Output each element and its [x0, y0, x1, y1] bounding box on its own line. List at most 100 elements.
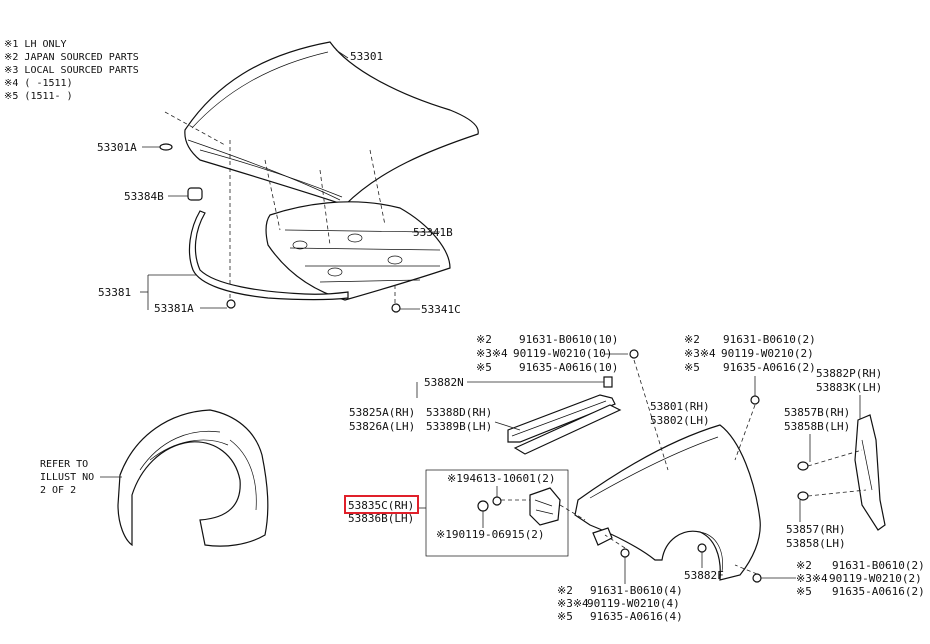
- inset-box: ※194613-10601(2) ※190119-06915(2) 53835C…: [344, 469, 586, 557]
- fender-clip-bracket: [592, 527, 613, 546]
- top-fastener-mark-1: ※2: [476, 333, 492, 346]
- bottom-fastener-part-3: 91635-A0616(4): [590, 610, 683, 623]
- insulator-clip-hole: [347, 233, 363, 243]
- label-53836B: 53836B(LH): [348, 512, 414, 525]
- clip-53341C: [391, 303, 401, 313]
- insulator-rib-4: [319, 279, 421, 283]
- fender-liner: REFER TO ILLUST NO 2 OF 2: [40, 409, 269, 547]
- bolt-right: [750, 395, 760, 405]
- label-53389B: 53389B(LH): [426, 420, 492, 433]
- right-fastener-part-1: 91631-B0610(2): [723, 333, 816, 346]
- alignment-line: [734, 404, 756, 461]
- alignment-line: [369, 149, 386, 226]
- right-fastener-part-3: 91635-A0616(2): [723, 361, 816, 374]
- top-fastener-part-1: 91631-B0610(10): [519, 333, 618, 346]
- bracket-detail: [861, 439, 873, 491]
- lower-right-fastener-mark-1: ※2: [796, 559, 812, 572]
- liner-rib: [139, 430, 221, 471]
- refer-line-2: ILLUST NO: [40, 472, 94, 483]
- alignment-line: [734, 564, 758, 575]
- bottom-fastener-mark-3: ※5: [557, 610, 573, 623]
- highlight-53835C: [344, 495, 419, 514]
- bottom-fastener-part-2: 90119-W0210(4): [587, 597, 680, 610]
- label-53826A: 53826A(LH): [349, 420, 415, 433]
- label-53857: 53857(RH): [786, 523, 846, 536]
- label-190119: ※190119-06915(2): [436, 528, 545, 541]
- note-3: ※3 LOCAL SOURCED PARTS: [4, 65, 139, 76]
- label-53883K: 53883K(LH): [816, 381, 882, 394]
- note-4: ※4 ( -1511): [4, 78, 73, 89]
- lower-right-fastener-part-3: 91635-A0616(2): [832, 585, 925, 598]
- note-2: ※2 JAPAN SOURCED PARTS: [4, 52, 139, 63]
- top-fastener-part-3: 91635-A0616(10): [519, 361, 618, 374]
- bracket-53835C: [529, 487, 561, 526]
- right-fastener-group: ※2 91631-B0610(2) ※3※4 90119-W0210(2) ※5…: [684, 333, 816, 405]
- clip-53301A: [159, 143, 173, 151]
- alignment-line: [164, 111, 226, 146]
- hood-edge-line: [199, 149, 343, 198]
- hood-insulator: [265, 201, 451, 301]
- right-fastener-mark-2: ※3※4: [684, 347, 716, 360]
- lower-right-fastener-mark-3: ※5: [796, 585, 812, 598]
- fender-seal-53388D: [513, 404, 622, 455]
- hood-panel: [184, 41, 479, 206]
- note-1: ※1 LH ONLY: [4, 39, 67, 50]
- top-fastener-mark-3: ※5: [476, 361, 492, 374]
- label-53825A: 53825A(RH): [349, 406, 415, 419]
- fender-crease: [589, 436, 719, 499]
- nut-190119: [477, 500, 489, 512]
- label-53882N: 53882N: [424, 376, 464, 389]
- label-53301A: 53301A: [97, 141, 137, 154]
- right-fastener-part-2: 90119-W0210(2): [721, 347, 814, 360]
- label-53301: 53301: [350, 50, 383, 63]
- alignment-line: [807, 489, 867, 497]
- label-53858: 53858(LH): [786, 537, 846, 550]
- bottom-fastener-mark-1: ※2: [557, 584, 573, 597]
- label-53882F: 53882F: [684, 569, 724, 582]
- label-53857B: 53857B(RH): [784, 406, 850, 419]
- liner-rib: [229, 439, 257, 511]
- label-53802: 53802(LH): [650, 414, 710, 427]
- label-53388D: 53388D(RH): [426, 406, 492, 419]
- alignment-line: [807, 449, 863, 467]
- alignment-line: [319, 169, 331, 246]
- bolt-top: [629, 349, 639, 359]
- fender-liner-shape: [117, 409, 269, 547]
- clip-53882N: [603, 376, 613, 388]
- fender-group: 53882N 53825A(RH) 53826A(LH) 53388D(RH) …: [349, 359, 886, 583]
- seal-detail: [511, 400, 607, 437]
- alignment-line: [633, 359, 669, 471]
- refer-line-3: 2 OF 2: [40, 485, 76, 496]
- lower-right-fastener-group: ※2 91631-B0610(2) ※3※4 90119-W0210(2) ※5…: [761, 559, 925, 598]
- note-5: ※5 (1511- ): [4, 91, 73, 102]
- label-53858B: 53858B(LH): [784, 420, 850, 433]
- washer-194613: [492, 496, 502, 506]
- leader-53388D: [494, 421, 521, 431]
- label-53835C: 53835C(RH): [348, 499, 414, 512]
- hood-assembly: 53301 53341B 53301A 53384B 53381: [97, 41, 479, 316]
- bolt-lower-right: [752, 573, 762, 583]
- hood-seal-53381: [188, 210, 349, 301]
- label-194613: ※194613-10601(2): [447, 472, 556, 485]
- clip-53381A: [226, 299, 236, 309]
- insulator-clip-hole: [387, 255, 403, 265]
- label-53381A: 53381A: [154, 302, 194, 315]
- alignment-line: [264, 159, 281, 231]
- alignment-line: [559, 504, 586, 521]
- insulator-clip-hole: [327, 267, 343, 277]
- alignment-line: [604, 534, 626, 549]
- label-53801: 53801(RH): [650, 400, 710, 413]
- insulator-rib-1: [284, 229, 431, 233]
- inset-frame: [425, 469, 569, 557]
- liner-rib: [149, 439, 229, 461]
- label-53341C: 53341C: [421, 303, 461, 316]
- fender-wheel-arch: [699, 531, 723, 573]
- fender-seal-53825A: [507, 394, 616, 443]
- clip-53882F: [697, 543, 707, 553]
- label-53882P: 53882P(RH): [816, 367, 882, 380]
- lower-right-fastener-mark-2: ※3※4: [796, 572, 828, 585]
- clip-53857B: [797, 461, 809, 471]
- clip-53857: [797, 491, 809, 501]
- label-53381: 53381: [98, 286, 131, 299]
